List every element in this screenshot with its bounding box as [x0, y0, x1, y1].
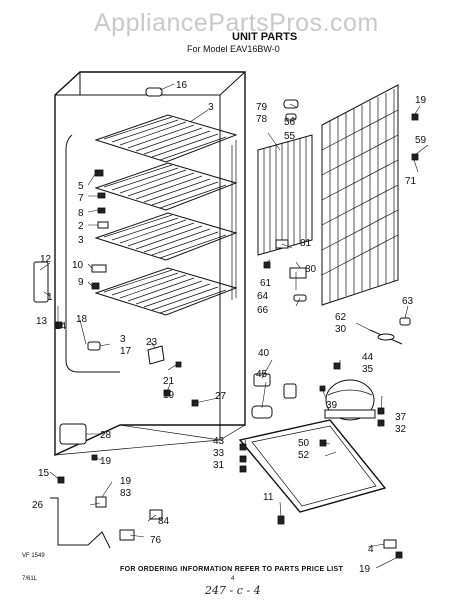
- callout-44: 44: [362, 352, 374, 363]
- callout-1: 1: [47, 292, 53, 303]
- callout-50: 50: [298, 438, 310, 449]
- callout-2: 2: [78, 221, 84, 232]
- evaporator-shelf-coil-3: [94, 212, 238, 261]
- callout-26: 26: [32, 500, 44, 511]
- callout-labels: 16 3 5 7 8 2 3 10 9 12 1 13 14 18 3 17 2…: [32, 80, 427, 575]
- cabinet-frame: [54, 71, 246, 457]
- callout-71: 71: [405, 176, 417, 187]
- electrical-parts: [50, 423, 163, 549]
- compressor: [324, 379, 376, 421]
- evaporator-shelf-coil-top: [94, 114, 238, 163]
- compressor-mounting-base: [238, 419, 387, 513]
- callout-76: 76: [150, 535, 162, 546]
- callout-37: 37: [395, 412, 407, 423]
- callout-5: 5: [78, 181, 84, 192]
- callout-59: 59: [415, 135, 427, 146]
- callout-8: 8: [78, 208, 84, 219]
- handwritten-note: 247 - c - 4: [204, 584, 261, 597]
- callout-17: 17: [120, 346, 132, 357]
- callout-63: 63: [402, 296, 414, 307]
- callout-43: 43: [213, 436, 225, 447]
- inner-evaporator-coil: [257, 134, 313, 256]
- coil-tubing: [65, 134, 237, 373]
- callout-35: 35: [362, 364, 374, 375]
- evaporator-shelf-coil-bottom: [94, 267, 238, 316]
- callout-13: 13: [36, 316, 48, 327]
- figure-code: VF 1549: [22, 553, 45, 559]
- callout-15: 15: [38, 468, 50, 479]
- callout-16: 16: [176, 80, 188, 91]
- callout-19: 19: [100, 456, 112, 467]
- callout-84: 84: [158, 516, 170, 527]
- callout-19: 19: [359, 564, 371, 575]
- callout-80: 80: [305, 264, 317, 275]
- callout-30: 30: [335, 324, 347, 335]
- callout-79: 79: [256, 102, 268, 113]
- callout-leaders: [39, 83, 429, 569]
- callout-56: 56: [284, 117, 296, 128]
- callout-14: 14: [55, 321, 67, 332]
- callout-66: 66: [257, 305, 269, 316]
- callout-18: 18: [76, 314, 88, 325]
- callout-9: 9: [78, 277, 84, 288]
- callout-27: 27: [215, 391, 227, 402]
- diagram-subtitle: For Model EAV16BW-0: [187, 44, 280, 54]
- diagram-title: UNIT PARTS: [232, 31, 297, 43]
- callout-64: 64: [257, 291, 269, 302]
- callout-32: 32: [395, 424, 407, 435]
- callout-3: 3: [208, 102, 214, 113]
- callout-19: 19: [415, 95, 427, 106]
- callout-11: 11: [263, 492, 274, 503]
- callout-3: 3: [120, 334, 126, 345]
- callout-78: 78: [256, 114, 268, 125]
- callout-3: 3: [78, 235, 84, 246]
- page-number: 4: [231, 576, 235, 582]
- callout-19: 19: [163, 390, 175, 401]
- callout-52: 52: [298, 450, 310, 461]
- evaporator-shelf-coil-2: [94, 162, 238, 211]
- callout-28: 28: [100, 430, 112, 441]
- callout-33: 33: [213, 448, 225, 459]
- ordering-note: FOR ORDERING INFORMATION REFER TO PARTS …: [120, 566, 343, 573]
- callout-21: 21: [163, 376, 175, 387]
- callout-61: 61: [260, 278, 272, 289]
- callout-39: 39: [326, 400, 338, 411]
- callout-23: 23: [146, 337, 158, 348]
- callout-55: 55: [284, 131, 296, 142]
- callout-4: 4: [368, 544, 374, 555]
- document-code: 7/61L: [22, 576, 38, 582]
- callout-83: 83: [120, 488, 132, 499]
- left-side-parts: [33, 87, 199, 407]
- callout-19: 19: [120, 476, 132, 487]
- callout-31: 31: [213, 460, 225, 471]
- callout-45: 45: [256, 369, 268, 380]
- callout-81: 81: [300, 238, 312, 249]
- callout-7: 7: [78, 193, 84, 204]
- callout-12: 12: [40, 254, 52, 265]
- callout-40: 40: [258, 348, 270, 359]
- callout-10: 10: [72, 260, 84, 271]
- condenser-coil: [321, 84, 399, 306]
- watermark-text: AppliancePartsPros.com: [94, 9, 379, 37]
- callout-62: 62: [335, 312, 347, 323]
